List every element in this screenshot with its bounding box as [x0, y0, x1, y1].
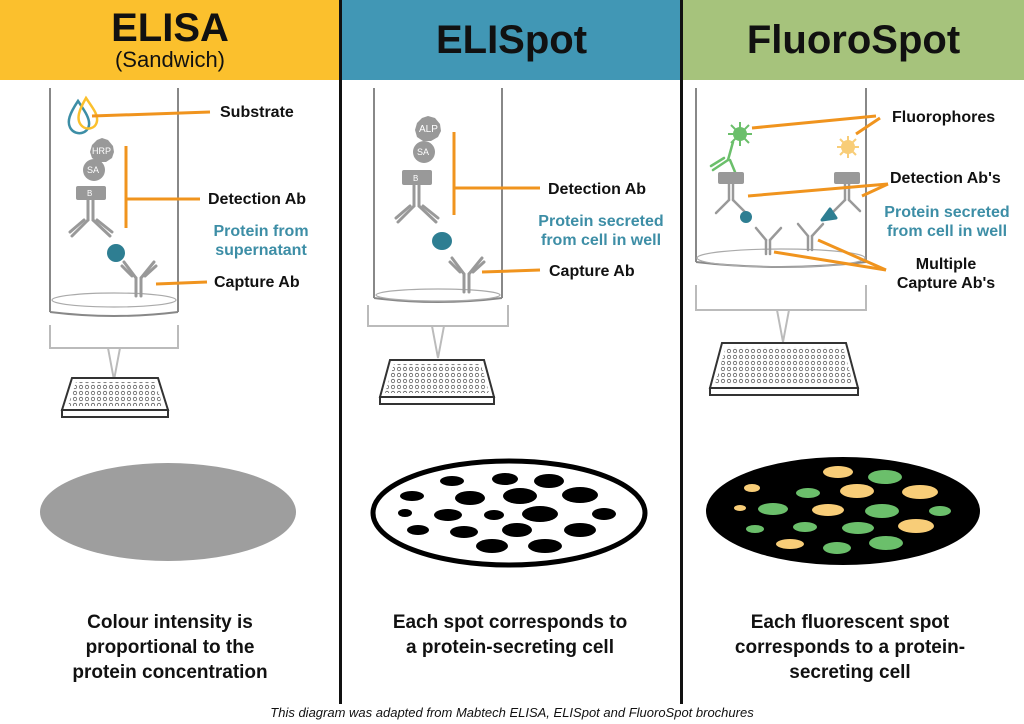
fluorospot-protein-icon-right	[820, 207, 838, 222]
fluorospot-zoom-bracket	[695, 285, 867, 343]
elispot-detection-antibody-icon	[394, 183, 440, 224]
elispot-capture-label: Capture Ab	[549, 263, 635, 280]
fluorospot-capture-label: Multiple Capture Ab's	[890, 255, 1002, 293]
elisa-protein-line1: Protein from	[213, 223, 309, 240]
elispot-spots	[398, 473, 616, 553]
elispot-plate-icon	[378, 359, 496, 405]
elisa-protein-label: Protein from supernatant	[205, 222, 317, 260]
elisa-plate-icon	[60, 377, 170, 418]
elisa-protein-icon	[107, 244, 125, 262]
elispot-protein-icon	[432, 232, 452, 250]
fluorospot-detection-label: Detection Ab's	[890, 170, 1001, 187]
fluorospot-protein-label: Protein secreted from cell in well	[874, 203, 1020, 241]
elispot-alp-label: ALP	[419, 124, 438, 135]
fluorospot-detection-antibodies-icon	[714, 182, 862, 215]
source-footnote: This diagram was adapted from Mabtech EL…	[270, 705, 754, 720]
elispot-leader-lines	[452, 132, 541, 274]
elisa-hrp-icon	[90, 138, 114, 162]
elisa-description-line: Colour intensity is	[87, 612, 253, 633]
elispot-detection-label: Detection Ab	[548, 181, 647, 198]
elisa-biotin-label: B	[87, 189, 93, 198]
fluorospot-biotin-icon-right	[834, 172, 860, 184]
elispot-title: ELISpot	[435, 18, 588, 62]
elisa-title: ELISA	[111, 6, 229, 50]
fluorospot-leader-lines	[747, 114, 889, 272]
elisa-header: ELISA (Sandwich)	[0, 0, 340, 80]
elisa-detection-label: Detection Ab	[208, 191, 307, 208]
fluorospot-description-line: Each fluorescent spot	[750, 612, 950, 633]
elispot-description-line: Each spot corresponds to	[392, 612, 628, 633]
elisa-substrate-label: Substrate	[220, 104, 294, 121]
fluorospot-protein-line1: Protein secreted	[884, 204, 1010, 221]
elisa-description-line: proportional to the	[85, 637, 255, 658]
fluorospot-description: Each fluorescent spot corresponds to a p…	[700, 610, 1000, 685]
fluorospot-title: FluoroSpot	[746, 18, 961, 62]
elisa-capture-antibody-icon	[120, 260, 158, 298]
panel-divider-left	[339, 0, 342, 704]
elispot-biotin-label: B	[413, 174, 419, 183]
fluorospot-capture-line1: Multiple	[915, 256, 977, 273]
elispot-protein-line1: Protein secreted	[538, 213, 664, 230]
fluorophore-green-icon	[728, 122, 752, 146]
elisa-zoom-bracket	[49, 325, 179, 381]
fluorophore-yellow-icon	[837, 136, 859, 158]
elisa-sa-icon	[83, 159, 105, 181]
fluorospot-description-line: secreting cell	[789, 662, 911, 683]
elisa-leader-lines	[91, 110, 211, 286]
fluorospot-header: FluoroSpot	[683, 0, 1024, 80]
elisa-header-bg	[0, 0, 340, 80]
elisa-hrp-label: HRP	[92, 146, 112, 156]
elispot-biotin-icon	[402, 170, 432, 185]
elisa-protein-line2: supernatant	[215, 242, 307, 259]
fluorospot-description-line: corresponds to a protein-	[734, 637, 966, 658]
fluorospot-protein-icon-left	[740, 211, 752, 223]
elisa-description: Colour intensity is proportional to the …	[20, 610, 320, 685]
elispot-well	[373, 88, 503, 303]
elispot-description: Each spot corresponds to a protein-secre…	[360, 610, 660, 660]
elispot-alp-icon	[415, 116, 441, 141]
fluorospot-green-detection-antibody-icon	[709, 140, 737, 174]
elisa-result-disc	[40, 463, 296, 561]
elispot-header-bg	[342, 0, 681, 80]
elispot-zoom-bracket	[367, 305, 509, 359]
elisa-capture-label: Capture Ab	[214, 274, 300, 291]
substrate-icon	[67, 95, 99, 135]
elisa-description-line: protein concentration	[72, 662, 268, 683]
elisa-well	[49, 88, 179, 317]
elispot-result-disc	[370, 458, 648, 568]
elisa-detection-antibody-icon	[68, 198, 114, 238]
fluorospot-spots	[734, 466, 951, 554]
fluorospot-capture-line2: Capture Ab's	[896, 275, 996, 292]
fluorospot-header-bg	[683, 0, 1024, 80]
elispot-sa-icon	[413, 141, 435, 163]
elispot-sa-label: SA	[417, 147, 430, 157]
fluorospot-capture-antibodies-icon	[754, 222, 825, 256]
fluorospot-plate-icon	[708, 342, 860, 396]
panel-divider-right	[680, 0, 683, 704]
elisa-biotin-icon	[76, 186, 106, 200]
elisa-sa-label: SA	[87, 165, 100, 175]
fluorospot-protein-line2: from cell in well	[886, 223, 1008, 240]
elispot-protein-label: Protein secreted from cell in well	[530, 212, 672, 250]
elispot-capture-antibody-icon	[448, 256, 486, 294]
elispot-protein-line2: from cell in well	[540, 232, 662, 249]
fluorospot-biotin-icon-left	[718, 172, 744, 184]
elispot-header: ELISpot	[342, 0, 681, 80]
elisa-subtitle: (Sandwich)	[114, 47, 226, 72]
fluorospot-fluorophores-label: Fluorophores	[892, 109, 996, 126]
elispot-description-line: a protein-secreting cell	[405, 637, 614, 658]
